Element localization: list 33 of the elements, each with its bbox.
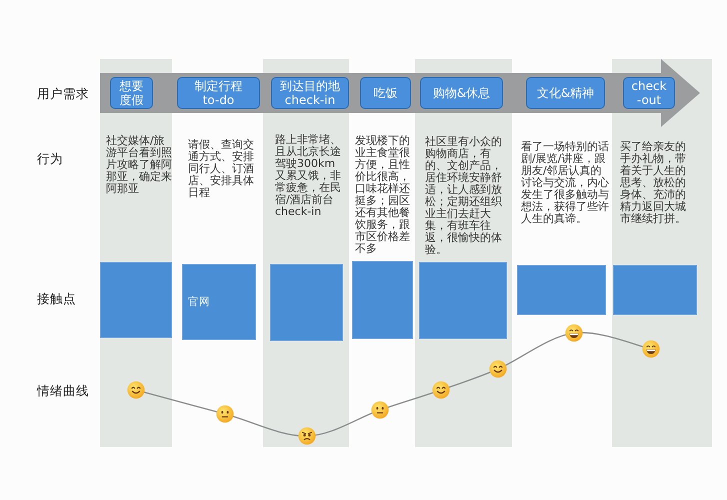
row-header: 用户需求: [37, 86, 89, 101]
stage-box: [526, 77, 605, 109]
touchpoint-box: [352, 261, 413, 339]
behavior-text: 发现楼下的业主食堂很方便，且性价比很高，口味花样还挺多；园区还有其他餐饮服务，跟市区价格差不多: [355, 135, 411, 255]
stage-label: 到达目的地 check-in: [280, 79, 340, 107]
stage-label: 制定行程 to-do: [194, 79, 244, 107]
stage-label: 文化&精神: [536, 86, 594, 100]
stage-box: [177, 77, 260, 109]
touchpoint-box: [517, 265, 606, 315]
touchpoint-text: 官网: [188, 296, 210, 308]
touchpoint-box: [419, 262, 507, 339]
row-header: 接触点: [37, 291, 76, 306]
stage-label: 购物&休息: [432, 86, 490, 100]
touchpoint-box: [613, 265, 697, 315]
behavior-text: 社交媒体/旅游平台看到照片攻略了解阿那亚，确定来阿那亚: [106, 135, 173, 195]
touchpoint-box: [182, 264, 256, 340]
stage-box: [360, 77, 411, 109]
stage-label: 吃饭: [374, 86, 398, 100]
stage-box: [623, 77, 675, 109]
behavior-text: 社区里有小众的购物商店，有的、文创产品，居住环境安静舒适，让人感到放松；定期还组织业主们去赶大集，有班车往返，很愉快的体验。: [425, 136, 503, 256]
behavior-text: 请假、查询交通方式、安排同行人、订酒店、安排具体日程: [188, 139, 255, 199]
stage-box: [420, 77, 503, 109]
stage-box: [110, 77, 153, 109]
row-header: 情绪曲线: [37, 383, 89, 398]
touchpoint-box: [100, 262, 172, 338]
touchpoint-box: [270, 264, 343, 341]
behavior-text: 买了给亲友的手办礼物，带着关于人生的思考、放松的身体、充沛的精力返回大城市继续打拼。: [620, 141, 687, 225]
behavior-text: 路上非常堵、且从北京长途驾驶300km又累又饿，非常疲惫，在民宿/酒店前台check-in: [275, 134, 342, 218]
row-header: 行为: [37, 151, 63, 166]
behavior-text: 看了一场特别的话剧/展览/讲座，跟朋友/邻居认真的讨论与交流，内心发生了很多触动与想法，获得了些许人生的真谛。: [521, 141, 610, 225]
stage-label: check -out: [630, 79, 668, 107]
stage-box: [271, 77, 349, 109]
stage-label: 想要度假: [118, 79, 144, 107]
